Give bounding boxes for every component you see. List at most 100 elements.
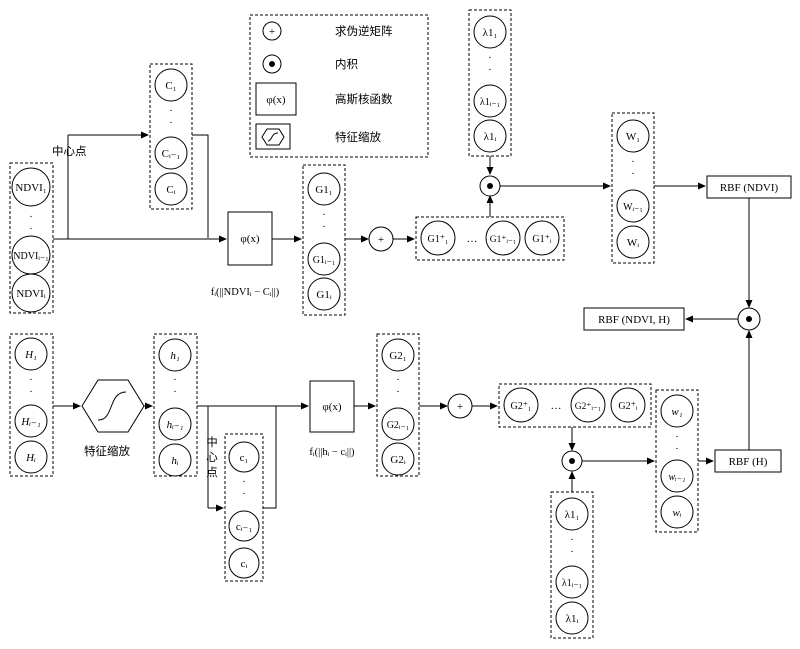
g1plus-label-1: G1⁺₁	[428, 234, 449, 245]
g2-label-1: G2₁	[389, 350, 406, 362]
lambda-bottom-label-i-1: λ1ᵢ₋₁	[562, 578, 582, 589]
h-node-i	[14, 440, 48, 474]
ndvi-input-column	[9, 162, 54, 314]
g1-node-i	[307, 277, 341, 311]
g1-label-i-1: G1ᵢ₋₁	[313, 255, 336, 266]
w-label-i-1: wᵢ₋₁	[668, 472, 685, 483]
legend-scale-shape	[261, 128, 285, 146]
weight-label-1: W₁	[626, 131, 640, 143]
g2plus-row	[498, 383, 652, 428]
g1plus-node-i-1	[485, 220, 521, 256]
legend-kernel-icon	[255, 82, 297, 116]
g2-node-i-1	[381, 407, 415, 441]
c-node-i-1	[228, 510, 260, 542]
hs-node-1	[158, 338, 192, 372]
lambda-top-node-1	[473, 15, 507, 49]
g2plus-node-1	[503, 387, 539, 423]
rbf-combined-box	[583, 307, 685, 331]
legend-kernel-label: 高斯核函数	[335, 92, 393, 106]
g2plus-node-i	[610, 387, 646, 423]
c-label-i-1: cᵢ₋₁	[236, 521, 252, 533]
legend-kernel-symbol: φ(x)	[266, 94, 286, 106]
g1plus-label-i-1: G1⁺ᵢ₋₁	[490, 235, 517, 245]
g1plus-node-1	[420, 220, 456, 256]
lambda-bottom-node-i-1	[555, 565, 589, 599]
ndvi-node-1	[11, 167, 51, 207]
weight-dot-2: ·	[631, 168, 635, 180]
center-label-1: C₁	[165, 80, 176, 92]
h-dot-1: ·	[29, 374, 33, 386]
ndvi-kernel-formula: fᵢ(||NDVIᵢ − Cᵢ||)	[211, 287, 280, 298]
lambda-top-label-i-1: λ1ᵢ₋₁	[480, 97, 500, 108]
g2plus-label-1: G2⁺₁	[511, 401, 532, 412]
ndvi-label-i: NDVIᵢ	[16, 288, 45, 300]
g1-dot-1: ·	[322, 209, 326, 221]
g1-node-1	[307, 172, 341, 206]
g2-node-1	[381, 338, 415, 372]
g2plus-ellipsis: …	[551, 400, 562, 412]
h-center-label-1: 中	[206, 435, 218, 449]
g1-label-i: G1ᵢ	[316, 289, 331, 301]
hs-node-i	[158, 443, 192, 477]
lambda-bottom-label-1: λ1₁	[565, 509, 580, 521]
g2-node-i	[381, 442, 415, 476]
output-inner-dot	[746, 316, 752, 322]
g1plus-row	[415, 216, 565, 261]
ndvi-inner-dot	[487, 183, 493, 189]
ndvi-kernel-box	[227, 211, 273, 266]
w-dot-1: ·	[675, 431, 679, 443]
h-inner-dot	[569, 458, 575, 464]
centers-to-kernel-wire	[192, 134, 209, 238]
weight-node-i	[616, 225, 650, 259]
c-label-i: cᵢ	[241, 558, 248, 570]
h-kernel-formula: fᵢ(||hᵢ − cᵢ||)	[309, 447, 355, 458]
center-label-i: Cᵢ	[166, 184, 175, 196]
g2-label-i-1: G2ᵢ₋₁	[387, 420, 410, 431]
lambda-top-column	[468, 9, 512, 157]
g1-label-1: G1₁	[315, 184, 332, 196]
ndvi-label-i-1: NDVIᵢ₋₁	[13, 251, 48, 262]
w-label-i: wᵢ	[672, 507, 681, 519]
g1-dot-2: ·	[322, 221, 326, 233]
c-dot-2: ·	[242, 488, 246, 500]
rbf-ndvi-label: RBF (NDVI)	[720, 182, 779, 194]
g1plus-label-i: G1⁺ᵢ	[532, 234, 552, 245]
g2plus-label-i-1: G2⁺ᵢ₋₁	[575, 402, 602, 412]
w-node-i	[660, 495, 694, 529]
g2-dot-2: ·	[396, 386, 400, 398]
ndvi-label-1: NDVI₁	[15, 182, 46, 194]
g2-label-i: G2ᵢ	[390, 454, 405, 466]
g1-node-i-1	[307, 242, 341, 276]
lambda-bottom-dot-2: ·	[570, 546, 574, 558]
center-node-i-1	[154, 136, 188, 170]
center-label-i-1: Cᵢ₋₁	[162, 148, 181, 160]
g1plus-node-i	[524, 220, 560, 256]
weight-dot-1: ·	[631, 156, 635, 168]
c-node-1	[228, 441, 260, 473]
weight-node-i-1	[616, 189, 650, 223]
lambda-top-node-i	[473, 119, 507, 153]
rbf-h-label: RBF (H)	[729, 456, 768, 468]
rbf-combined-label: RBF (NDVI, H)	[598, 314, 670, 326]
c-label-1: c₁	[240, 452, 249, 464]
lambda-top-dot-2: ·	[488, 64, 492, 76]
h-center-label-3: 点	[206, 465, 218, 479]
feature-scale-curve	[97, 391, 127, 421]
hs-dot-2: ·	[173, 386, 177, 398]
ndvi-center-label: 中心点	[52, 144, 87, 158]
h-node-1	[14, 337, 48, 371]
hs-label-1: h₁	[170, 350, 180, 362]
hs-dot-1: ·	[173, 374, 177, 386]
output-stage: RBF (NDVI, H)	[583, 307, 761, 331]
h-dot-2: ·	[29, 386, 33, 398]
c-dot-1: ·	[242, 476, 246, 488]
weight-node-1	[616, 119, 650, 153]
lambda-top-dot-1: ·	[488, 52, 492, 64]
h-center-label-2: 心	[206, 450, 218, 464]
center-dot-1: ·	[169, 105, 173, 117]
ndvi-node-i	[11, 273, 51, 313]
g2plus-label-i: G2⁺ᵢ	[618, 401, 638, 412]
feature-scale-label: 特征缩放	[84, 444, 130, 458]
g1-column	[302, 164, 346, 316]
h-node-i-1	[14, 404, 48, 438]
